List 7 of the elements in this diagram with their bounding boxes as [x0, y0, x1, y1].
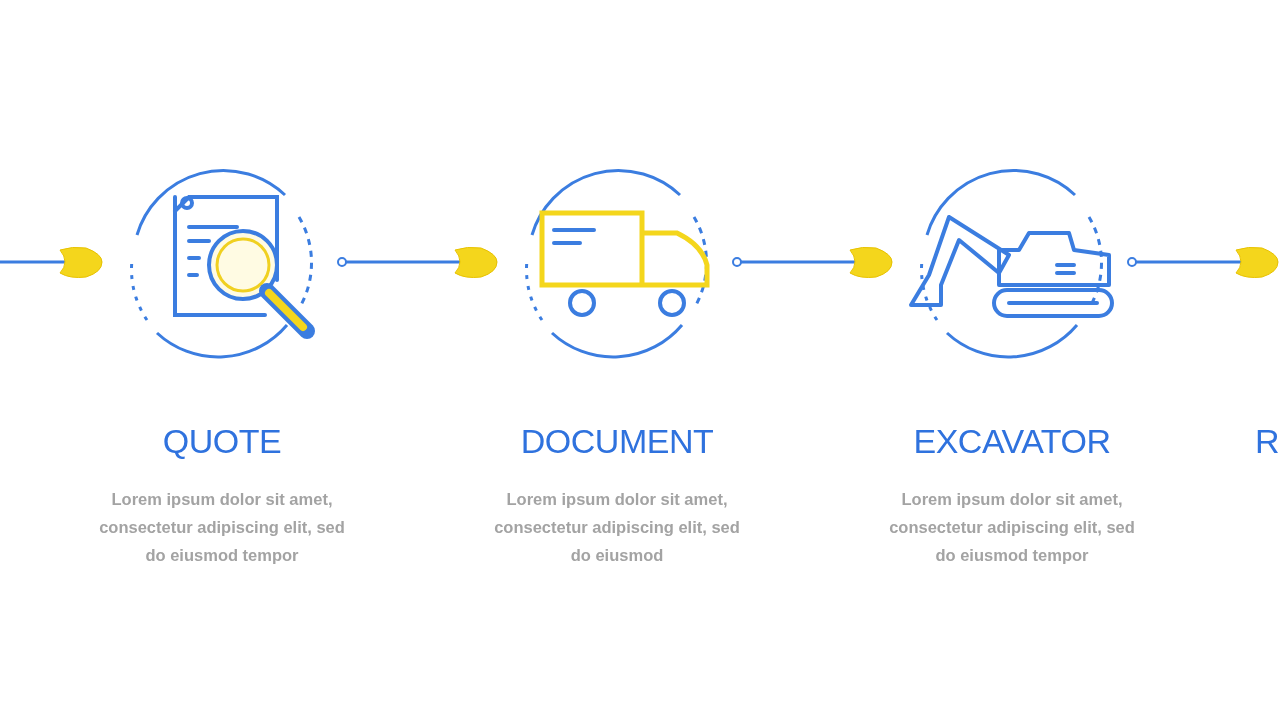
- step-heading: R: [1255, 422, 1280, 461]
- step-heading: DOCUMENT: [519, 422, 715, 461]
- step-description: Lorem ipsum dolor sit amet, consectetur adipiscing elit, sed do eiusmod tempor: [888, 489, 1136, 566]
- step-heading: EXCAVATOR: [912, 422, 1112, 461]
- step-heading: QUOTE: [161, 422, 283, 461]
- step-description: Lorem ipsum dolor sit amet, consectetur adipiscing elit, sed do eiusmod tempor: [98, 489, 346, 566]
- step-description: Lorem ipsum dolor sit amet, consectetur adipiscing elit, sed do eiusmod: [493, 489, 741, 566]
